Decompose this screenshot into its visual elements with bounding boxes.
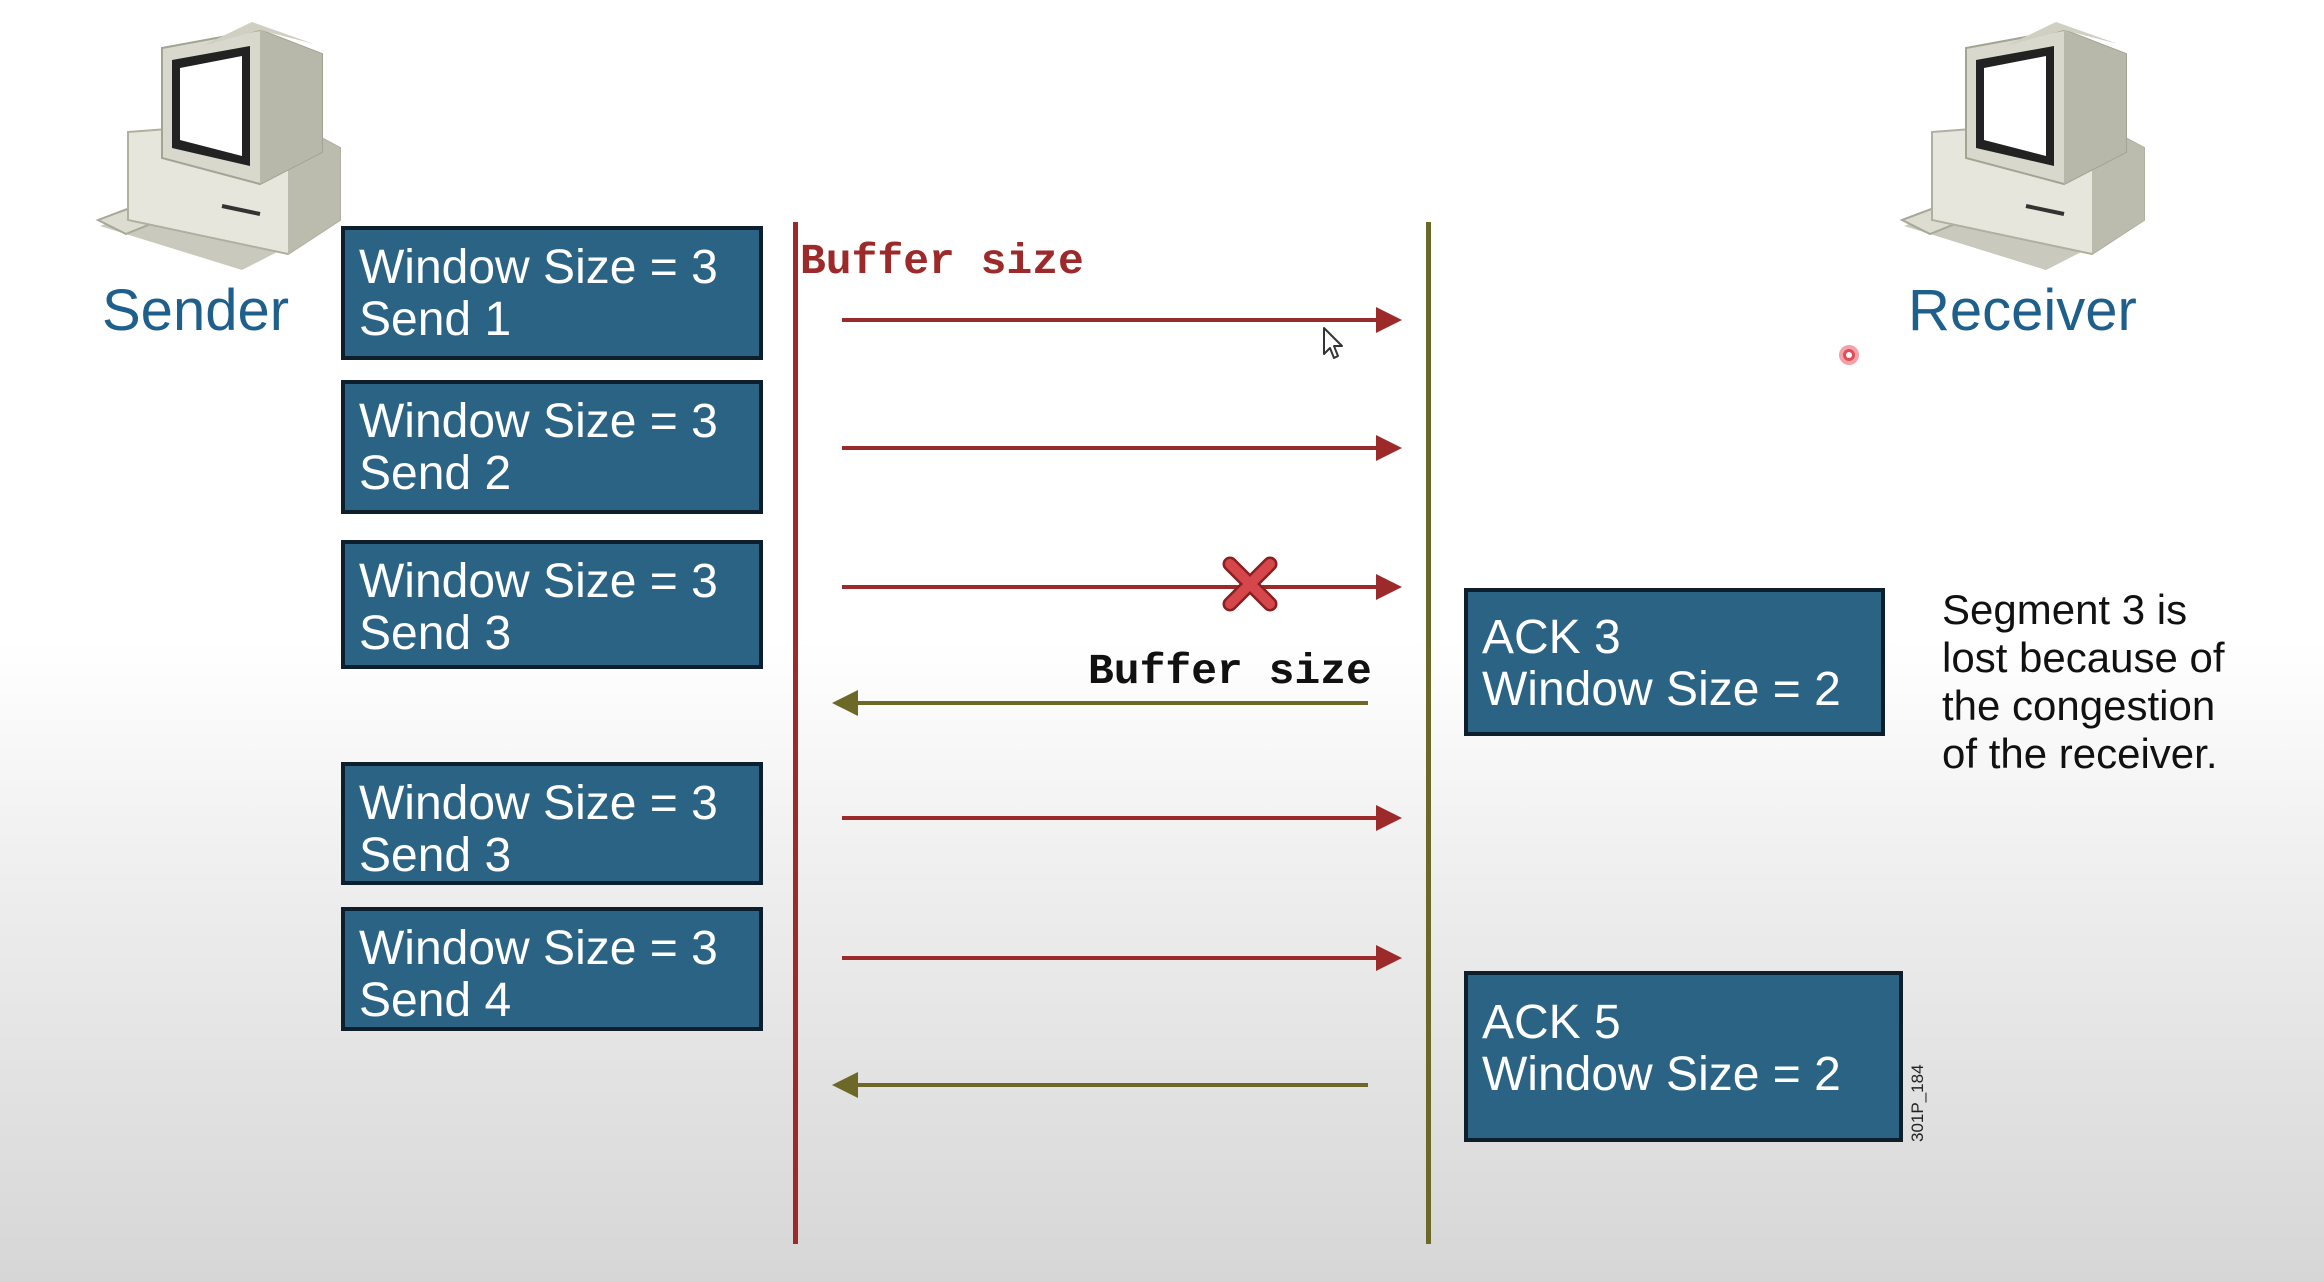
buffer-size-label-receiver: Buffer size [1088, 647, 1372, 696]
note-line: of the receiver. [1942, 730, 2218, 777]
data-segment-arrow [842, 435, 1402, 461]
receiver-ack-box: ACK 5 Window Size = 2 [1464, 971, 1903, 1142]
note-line: Segment 3 is [1942, 586, 2188, 633]
receiver-computer-icon [1896, 8, 2146, 278]
send-segment-text: Send 3 [359, 829, 512, 882]
send-segment-text: Send 2 [359, 447, 512, 500]
receiver-ack-box: ACK 3 Window Size = 2 [1464, 588, 1885, 736]
red-x-icon [1222, 556, 1278, 612]
window-size-text: Window Size = 2 [1482, 663, 1841, 716]
send-segment-text: Send 3 [359, 607, 512, 660]
ack-text: ACK 5 [1482, 996, 1621, 1049]
sender-timeline [793, 222, 798, 1244]
sender-segment-box: Window Size = 3 Send 4 [341, 907, 763, 1031]
note-line: lost because of [1942, 634, 2225, 681]
data-segment-arrow [842, 574, 1402, 600]
data-segment-arrow [842, 307, 1402, 333]
data-segment-arrow [842, 805, 1402, 831]
window-size-text: Window Size = 3 [359, 777, 718, 830]
sender-computer-icon [92, 8, 342, 278]
sender-segment-box: Window Size = 3 Send 1 [341, 226, 763, 360]
note-line: the congestion [1942, 682, 2216, 729]
ack-arrow [832, 1072, 1368, 1098]
pointer-dot-icon [1839, 345, 1859, 365]
cursor-icon [1323, 327, 1343, 359]
window-size-text: Window Size = 3 [359, 395, 718, 448]
window-size-text: Window Size = 3 [359, 241, 718, 294]
ack-text: ACK 3 [1482, 611, 1621, 664]
ack-arrow [832, 690, 1368, 716]
segment-loss-note: Segment 3 is lost because of the congest… [1942, 586, 2225, 778]
figure-id: 301P_184 [1908, 1064, 1927, 1142]
send-segment-text: Send 1 [359, 293, 512, 346]
send-segment-text: Send 4 [359, 974, 512, 1027]
receiver-timeline [1426, 222, 1431, 1244]
data-segment-arrow [842, 945, 1402, 971]
window-size-text: Window Size = 3 [359, 555, 718, 608]
sender-label: Sender [102, 278, 290, 343]
receiver-label: Receiver [1908, 278, 2137, 343]
sender-segment-box: Window Size = 3 Send 3 [341, 540, 763, 669]
sender-segment-box: Window Size = 3 Send 2 [341, 380, 763, 514]
window-size-text: Window Size = 3 [359, 922, 718, 975]
window-size-text: Window Size = 2 [1482, 1048, 1841, 1101]
buffer-size-label-sender: Buffer size [800, 237, 1084, 286]
sender-segment-box: Window Size = 3 Send 3 [341, 762, 763, 885]
